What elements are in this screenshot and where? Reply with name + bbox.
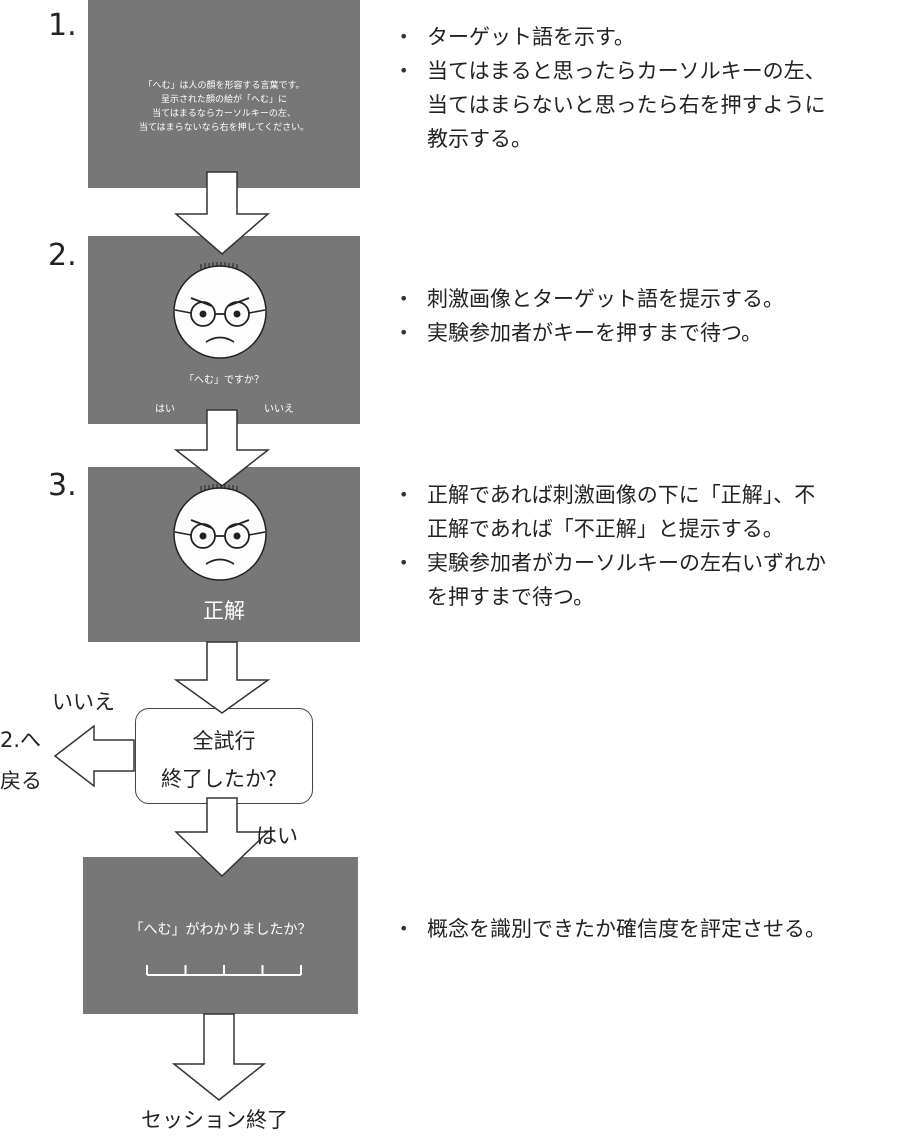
target-question: 「へむ」ですか？ xyxy=(184,375,264,386)
face-feedback-icon xyxy=(173,484,267,581)
back-to-step-2-line-2: 戻る xyxy=(0,769,42,793)
rating-screen: 「へむ」がわかりましたか？ xyxy=(83,857,358,1014)
instruction-line-3: 当てはまるならカーソルキーの左、 xyxy=(152,109,296,119)
down-arrow-1-to-2 xyxy=(173,171,271,255)
step-number-1: 1. xyxy=(48,8,77,43)
step-2-description: 刺激画像とターゲット語を提示する。 実験参加者がキーを押すまで待つ。 xyxy=(383,282,784,350)
rating-bullet: 概念を識別できたか確信度を評定させる。 xyxy=(383,912,826,946)
rating-question: 「へむ」がわかりましたか？ xyxy=(129,922,312,938)
step-3-bullet-1-cont: 正解であれば「不正解」と提示する。 xyxy=(427,517,784,541)
left-arrow-back-to-step-2 xyxy=(53,724,135,788)
down-arrow-rating-to-end xyxy=(171,1013,267,1101)
decision-line-2: 終了したか？ xyxy=(161,767,287,791)
step-2-bullet-1: 刺激画像とターゲット語を提示する。 xyxy=(383,282,784,316)
back-to-step-2-line-1: 2.へ xyxy=(0,728,42,752)
step-1-bullet-1: ターゲット語を示す。 xyxy=(383,20,826,54)
rating-description: 概念を識別できたか確信度を評定させる。 xyxy=(383,912,826,946)
step-1-bullet-2: 当てはまると思ったらカーソルキーの左、 xyxy=(383,54,826,88)
decision-line-1: 全試行 xyxy=(192,729,256,753)
step-3-bullet-1: 正解であれば刺激画像の下に「正解」、不 xyxy=(383,478,826,512)
instruction-line-2: 呈示された顔の絵が「へむ」に xyxy=(160,95,287,105)
down-arrow-3-to-decision xyxy=(173,641,271,714)
decision-yes-label: はい xyxy=(256,824,298,848)
down-arrow-decision-to-rating xyxy=(174,797,270,878)
step-1-bullet-2-cont: 当てはまらないと思ったら右を押すように xyxy=(427,93,826,117)
step-2-bullet-2: 実験参加者がキーを押すまで待つ。 xyxy=(383,316,784,350)
instruction-line-4: 当てはまらないなら右を押してください。 xyxy=(138,123,310,133)
confidence-rating-scale xyxy=(146,965,302,976)
step-1-bullet-2-cont2: 教示する。 xyxy=(427,127,532,151)
step-number-3: 3. xyxy=(48,468,77,503)
instruction-screen: 「へむ」は人の顔を形容する言葉です。 呈示された顔の絵が「へむ」に 当てはまるな… xyxy=(88,0,360,188)
step-3-bullet-2: 実験参加者がカーソルキーの左右いずれか xyxy=(383,546,826,580)
decision-no-label: いいえ xyxy=(52,690,115,714)
all-trials-decision: 全試行 終了したか？ xyxy=(135,708,313,804)
yes-label: はい xyxy=(155,404,175,415)
step-number-2: 2. xyxy=(48,238,77,273)
step-3-bullet-2-cont: を押すまで待つ。 xyxy=(427,585,595,609)
feedback-result: 正解 xyxy=(203,599,245,623)
no-label: いいえ xyxy=(264,404,294,415)
face-stimulus-icon xyxy=(173,262,267,359)
step-1-description: ターゲット語を示す。 当てはまると思ったらカーソルキーの左、 当てはまらないと思… xyxy=(383,20,826,156)
instruction-line-1: 「へむ」は人の顔を形容する言葉です。 xyxy=(143,81,305,91)
step-3-description: 正解であれば刺激画像の下に「正解」、不 正解であれば「不正解」と提示する。 実験… xyxy=(383,478,826,614)
session-end-label: セッション終了 xyxy=(141,1108,288,1132)
down-arrow-2-to-3 xyxy=(173,409,271,487)
